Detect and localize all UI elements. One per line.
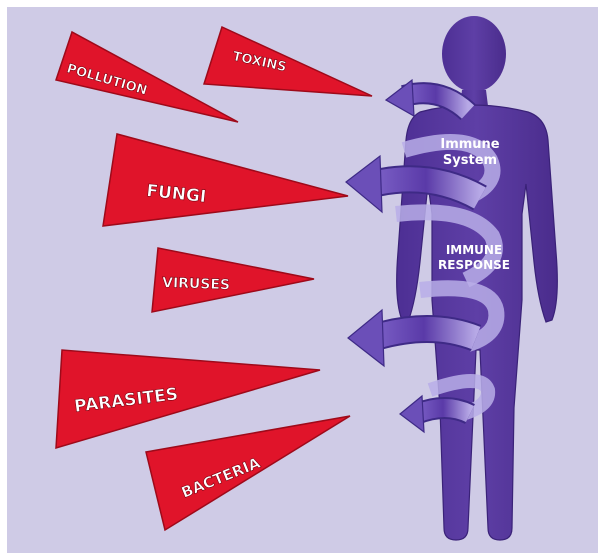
viruses-pennant: VIRUSES (152, 248, 314, 312)
toxins-pennant: TOXINS (204, 27, 372, 96)
bacteria-pennant: BACTERIA (146, 416, 350, 530)
spiral-arc-3 (372, 329, 476, 338)
arrowhead-1 (386, 80, 414, 116)
immune-system-label-line2: System (443, 153, 497, 168)
fungi-pennant: FUNGI (103, 134, 348, 226)
head-shape (442, 16, 506, 92)
immune-system-label-line1: Immune (440, 137, 499, 152)
immune-response-label-line2: RESPONSE (438, 258, 510, 272)
immune-response-label-line1: IMMUNE (446, 243, 502, 257)
pennant-label-viruses: VIRUSES (162, 275, 230, 293)
arrowhead-4 (400, 396, 424, 432)
arrowhead-3 (348, 310, 384, 366)
arrowhead-2 (346, 156, 382, 212)
spiral-arc-4 (416, 408, 470, 414)
